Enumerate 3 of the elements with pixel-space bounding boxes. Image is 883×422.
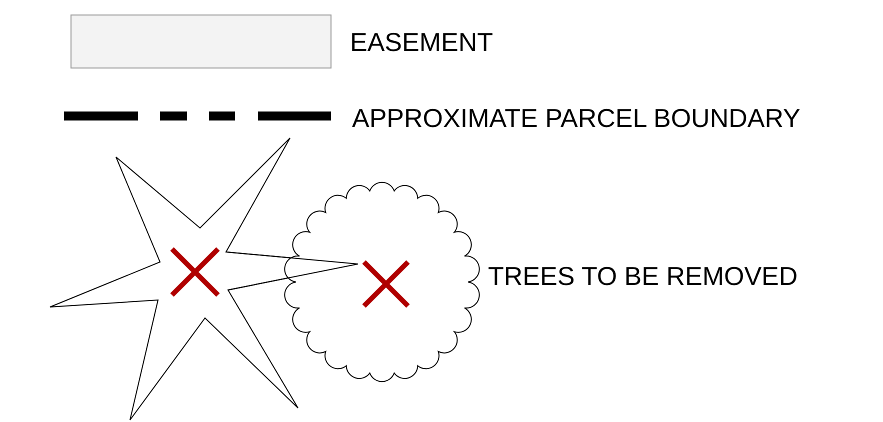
legend-label: TREES TO BE REMOVED [488, 261, 798, 291]
legend-label: APPROXIMATE PARCEL BOUNDARY [352, 103, 800, 133]
legend-label: EASEMENT [350, 27, 494, 57]
